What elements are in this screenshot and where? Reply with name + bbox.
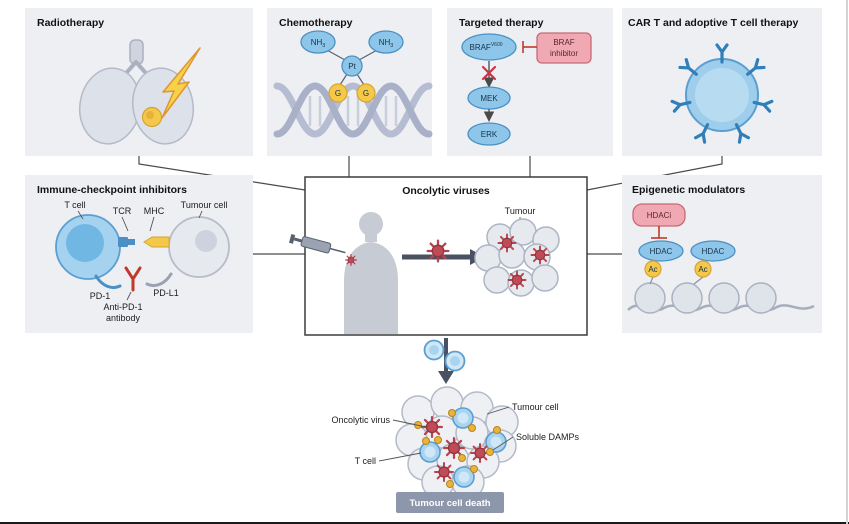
bottom-t-cell-label: T cell xyxy=(355,456,376,466)
nh3-left-label: NH3 xyxy=(311,38,326,49)
tcr-label: TCR xyxy=(113,206,132,216)
panel-oncolytic-viruses: Oncolytic viruses Tumour xyxy=(289,176,588,336)
antibody-label-line1: Anti-PD-1 xyxy=(103,302,142,312)
panel-checkpoint: Immune-checkpoint inhibitors T cell TCR … xyxy=(25,175,253,333)
pd1-label: PD-1 xyxy=(90,291,111,301)
antibody-label-line2: antibody xyxy=(106,313,141,323)
syringe-icon xyxy=(289,234,346,254)
nh3-right xyxy=(368,30,404,54)
bottom-leaders xyxy=(378,406,514,462)
soluble-damps-label: Soluble DAMPs xyxy=(516,432,580,442)
panel-chemotherapy: Chemotherapy NH3 NH3 Pt G G xyxy=(267,8,433,156)
patient-silhouette xyxy=(344,212,398,334)
ac-stem-left xyxy=(649,276,654,285)
oncolytic-virus-label: Oncolytic virus xyxy=(331,415,390,425)
tcr-receptor-tip xyxy=(128,239,135,245)
t-cell-nucleus xyxy=(66,224,104,262)
cluster-t-cells xyxy=(419,407,507,488)
ac-stem-right xyxy=(693,276,704,285)
pd1-receptor xyxy=(94,274,122,290)
right-border xyxy=(846,0,848,524)
lightning-bolt-icon xyxy=(161,47,201,119)
damp-dots xyxy=(414,409,501,488)
hdac-right-label: HDAC xyxy=(702,247,725,256)
erk-node xyxy=(467,122,511,146)
panel-targeted-therapy: Targeted therapy BRAFV600 BRAF inhibitor… xyxy=(447,8,613,156)
tumour-cell-nucleus xyxy=(195,230,217,252)
guanine-right xyxy=(356,83,376,103)
braf-inhibitor-line2: inhibitor xyxy=(550,49,578,58)
lungs-illustration xyxy=(78,39,201,145)
tumour-blob-core xyxy=(146,111,154,119)
braf-node xyxy=(461,33,517,61)
guanine-left xyxy=(328,83,348,103)
pdl1-label: PD-L1 xyxy=(153,288,179,298)
dna-strand-2 xyxy=(273,82,433,138)
tcr-receptor xyxy=(118,237,128,247)
panel-cart: CAR T and adoptive T cell therapy xyxy=(622,8,822,156)
bottom-flow: Oncolytic virus Tumour cell Soluble DAMP… xyxy=(331,338,580,513)
nh3-left xyxy=(300,30,336,54)
car-t-cell-inner xyxy=(695,68,749,122)
travelling-virus-icon xyxy=(426,239,450,263)
anti-pd1-antibody-icon xyxy=(124,266,142,292)
tumour-virus-1-icon xyxy=(497,233,517,253)
cart-title: CAR T and adoptive T cell therapy xyxy=(628,17,799,29)
hdac-left xyxy=(638,240,684,262)
panel-epigenetic: Epigenetic modulators HDACi HDAC HDAC Ac… xyxy=(622,175,822,333)
mek-label: MEK xyxy=(480,94,498,103)
hdac-inhibition-bar xyxy=(651,226,667,239)
chemotherapy-title: Chemotherapy xyxy=(279,17,353,29)
hdaci-label: HDACi xyxy=(647,211,672,220)
death-badge xyxy=(396,492,504,513)
antibody-leader xyxy=(126,291,132,301)
hdac-right xyxy=(690,240,736,262)
down-arrowhead xyxy=(438,371,454,384)
guanine-left-label: G xyxy=(335,89,341,98)
bottom-border xyxy=(0,522,849,524)
panel-radiotherapy: Radiotherapy xyxy=(25,8,253,156)
braf-inhibitor-line1: BRAF xyxy=(553,38,574,47)
pt-label: Pt xyxy=(348,62,356,71)
erk-label: ERK xyxy=(481,130,498,139)
braf-label: BRAFV600 xyxy=(469,42,502,52)
inhibition-bar xyxy=(522,41,537,53)
pdl1-receptor xyxy=(145,272,173,288)
ac-left xyxy=(644,260,662,278)
death-badge-label: Tumour cell death xyxy=(409,498,490,509)
checkpoint-title: Immune-checkpoint inhibitors xyxy=(37,184,187,196)
blocked-x-icon xyxy=(481,65,497,81)
t-cell-label: T cell xyxy=(64,200,85,210)
released-cell-2-inner xyxy=(450,356,460,366)
checkpoint-leaders xyxy=(77,210,203,232)
ac-right-label: Ac xyxy=(698,265,707,274)
tumour-virus-3-icon xyxy=(507,270,527,290)
mhc-molecule xyxy=(143,236,170,248)
tumour-cell-label: Tumour cell xyxy=(181,200,228,210)
targeted-title: Targeted therapy xyxy=(459,17,544,29)
dna-helix xyxy=(273,82,433,138)
nh3-right-label: NH3 xyxy=(379,38,394,49)
tumour-label: Tumour xyxy=(505,206,536,216)
dna-strand-1 xyxy=(273,82,433,138)
braf-inhibitor-box xyxy=(536,32,592,64)
oncolytic-title: Oncolytic viruses xyxy=(402,185,490,197)
mhc-label: MHC xyxy=(144,206,165,216)
epigenetic-title: Epigenetic modulators xyxy=(632,184,745,196)
injected-virus-icon xyxy=(345,254,357,266)
bottom-tumour-cell-label: Tumour cell xyxy=(512,402,559,412)
pt-atom xyxy=(341,55,363,77)
hdac-left-label: HDAC xyxy=(650,247,673,256)
released-cell-1-inner xyxy=(429,345,439,355)
radiotherapy-title: Radiotherapy xyxy=(37,17,104,29)
guanine-right-label: G xyxy=(363,89,369,98)
ac-right xyxy=(694,260,712,278)
tumour-virus-2-icon xyxy=(530,245,550,265)
ac-left-label: Ac xyxy=(648,265,657,274)
